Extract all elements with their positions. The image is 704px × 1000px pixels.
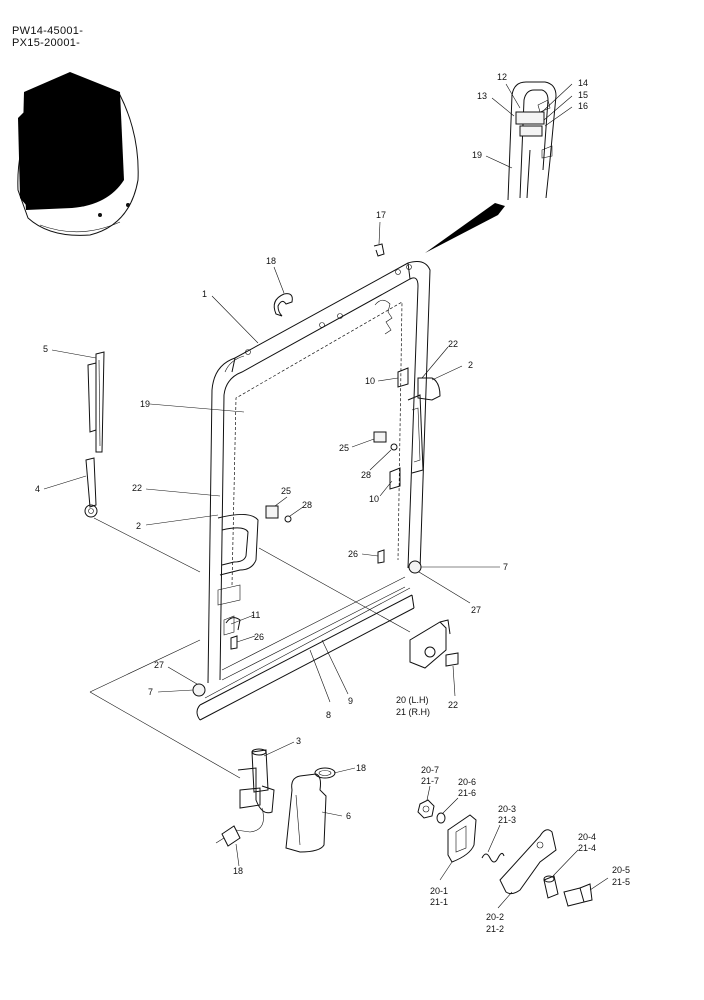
callout-20-2: 20-2 [486, 912, 504, 922]
callout-2-right: 2 [468, 360, 473, 370]
callout-20-1: 20-1 [430, 886, 448, 896]
callout-12: 12 [497, 72, 507, 82]
callout-5: 5 [43, 344, 48, 354]
callout-14: 14 [578, 78, 588, 88]
frame-hardware [225, 243, 409, 650]
callout-20-7: 20-7 [421, 765, 439, 775]
callout-27-left: 27 [154, 660, 164, 670]
callout-22-latch: 22 [448, 700, 458, 710]
callout-26-right: 26 [348, 549, 358, 559]
callout-21-1: 21-1 [430, 897, 448, 907]
wiper-motor [215, 748, 275, 847]
callout-6: 6 [346, 811, 351, 821]
callout-3: 3 [296, 736, 301, 746]
callout-20-lh: 20 (L.H) [396, 695, 429, 705]
callout-18-clip: 18 [266, 256, 276, 266]
callout-1: 1 [202, 289, 207, 299]
cab-thumbnail [17, 72, 139, 236]
callout-21-3: 21-3 [498, 815, 516, 825]
serial-range-1: PW14-45001- [12, 25, 84, 37]
callout-20-6: 20-6 [458, 777, 476, 787]
callout-28-lower: 28 [302, 500, 312, 510]
serial-range-2: PX15-20001- [12, 37, 81, 49]
callout-20-3: 20-3 [498, 804, 516, 814]
latch-exploded-parts [417, 799, 593, 907]
callout-10-lower: 10 [369, 494, 379, 504]
callout-25-upper: 25 [339, 443, 349, 453]
callout-19-inset: 19 [472, 150, 482, 160]
callout-21-5: 21-5 [612, 877, 630, 887]
callout-21-6: 21-6 [458, 788, 476, 798]
callout-16: 16 [578, 101, 588, 111]
callout-4: 4 [35, 484, 40, 494]
callout-18-motor: 18 [233, 866, 243, 876]
callout-15: 15 [578, 90, 588, 100]
callout-18-tank: 18 [356, 763, 366, 773]
callout-21-rh: 21 (R.H) [396, 707, 430, 717]
callout-22-right: 22 [448, 339, 458, 349]
callout-21-2: 21-2 [486, 924, 504, 934]
callout-20-5: 20-5 [612, 865, 630, 875]
callout-26-left: 26 [254, 632, 264, 642]
callout-28-upper: 28 [361, 470, 371, 480]
callout-2-left: 2 [136, 521, 141, 531]
hinge-detail-inset [425, 81, 557, 253]
latch-assembly [409, 619, 459, 669]
callout-19: 19 [140, 399, 150, 409]
callout-labels: 12 13 14 15 16 19 17 18 1 5 19 22 2 10 2… [35, 72, 630, 934]
callout-17: 17 [376, 210, 386, 220]
callout-20-4: 20-4 [578, 832, 596, 842]
callout-27-right: 27 [471, 605, 481, 615]
callout-10-upper: 10 [365, 376, 375, 386]
wiper-assembly [84, 351, 105, 518]
callout-21-4: 21-4 [578, 843, 596, 853]
callout-9: 9 [348, 696, 353, 706]
callout-22-left: 22 [132, 483, 142, 493]
callout-8: 8 [326, 710, 331, 720]
callout-21-7: 21-7 [421, 776, 439, 786]
washer-tank [285, 767, 336, 853]
leader-lines [43, 83, 609, 909]
callout-7-left: 7 [148, 687, 153, 697]
callout-13: 13 [477, 91, 487, 101]
callout-11: 11 [251, 610, 260, 620]
callout-7-right: 7 [503, 562, 508, 572]
callout-25-lower: 25 [281, 486, 291, 496]
door-frame [192, 261, 441, 721]
